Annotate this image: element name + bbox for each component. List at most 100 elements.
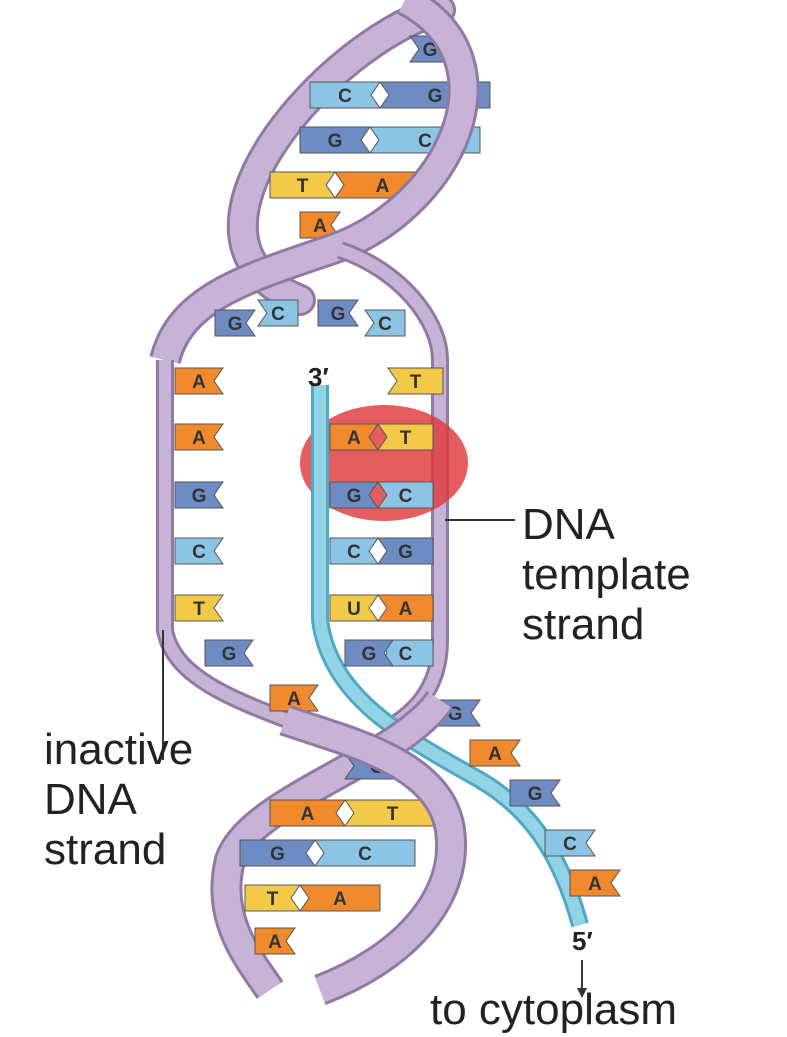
svg-text:G: G bbox=[347, 486, 362, 507]
rna-strand-backbone bbox=[314, 385, 586, 927]
svg-text:T: T bbox=[193, 599, 205, 620]
svg-text:C: C bbox=[378, 314, 392, 335]
inactive-label-line: DNA bbox=[44, 775, 137, 824]
backbone-strand bbox=[152, 0, 477, 364]
base-u: U bbox=[329, 594, 379, 622]
svg-text:G: G bbox=[222, 644, 237, 665]
base-pair: A bbox=[254, 927, 296, 955]
template-label-line: strand bbox=[522, 600, 645, 649]
svg-text:G: G bbox=[428, 86, 443, 107]
svg-text:G: G bbox=[423, 40, 438, 61]
svg-text:T: T bbox=[400, 428, 412, 449]
base-a: A bbox=[254, 927, 296, 955]
svg-text:C: C bbox=[399, 486, 413, 507]
svg-text:T: T bbox=[410, 372, 422, 393]
base-c: C bbox=[364, 309, 406, 337]
svg-text:A: A bbox=[313, 216, 327, 237]
svg-text:A: A bbox=[268, 932, 282, 953]
inactive-label-line: strand bbox=[44, 825, 167, 874]
base-t: T bbox=[377, 423, 434, 451]
svg-text:C: C bbox=[271, 304, 285, 325]
base-t: T bbox=[344, 799, 441, 827]
base-c: C bbox=[544, 829, 596, 857]
base-g: G bbox=[214, 309, 256, 337]
base-t: T bbox=[269, 171, 336, 199]
svg-text:G: G bbox=[228, 314, 243, 335]
dna-template-strand-label: DNA template strand bbox=[522, 500, 691, 650]
base-g: G bbox=[317, 299, 359, 327]
base-g: G bbox=[299, 126, 371, 154]
base-g: G bbox=[329, 481, 379, 509]
svg-text:C: C bbox=[399, 644, 413, 665]
svg-text:A: A bbox=[588, 874, 602, 895]
base-c: C bbox=[257, 299, 299, 327]
svg-text:A: A bbox=[301, 804, 315, 825]
svg-text:G: G bbox=[398, 542, 413, 563]
svg-text:G: G bbox=[328, 131, 343, 152]
svg-text:A: A bbox=[287, 689, 301, 710]
svg-text:T: T bbox=[387, 804, 399, 825]
base-a: A bbox=[269, 799, 346, 827]
svg-text:C: C bbox=[358, 844, 372, 865]
to-cytoplasm-label: to cytoplasm bbox=[430, 985, 677, 1034]
svg-text:C: C bbox=[338, 86, 352, 107]
base-g: G bbox=[409, 35, 451, 63]
base-a: A bbox=[299, 884, 381, 912]
svg-text:U: U bbox=[347, 599, 361, 620]
base-pair: A bbox=[299, 211, 341, 239]
base-g: G bbox=[239, 839, 316, 867]
base-a: A bbox=[569, 869, 621, 897]
base-a: A bbox=[299, 211, 341, 239]
base-a: A bbox=[174, 367, 224, 395]
backbone-strand bbox=[280, 707, 465, 1003]
svg-text:A: A bbox=[192, 428, 206, 449]
base-t: T bbox=[387, 367, 444, 395]
svg-text:A: A bbox=[399, 599, 413, 620]
svg-text:A: A bbox=[488, 744, 502, 765]
svg-text:C: C bbox=[192, 542, 206, 563]
svg-text:A: A bbox=[333, 889, 347, 910]
inactive-label-line: inactive bbox=[44, 725, 194, 774]
svg-text:G: G bbox=[270, 844, 285, 865]
base-t: T bbox=[244, 884, 301, 912]
svg-text:T: T bbox=[267, 889, 279, 910]
svg-text:A: A bbox=[376, 176, 390, 197]
five-prime-label: 5′ bbox=[572, 926, 593, 956]
svg-text:G: G bbox=[362, 644, 377, 665]
base-c: C bbox=[314, 839, 416, 867]
base-pair: G bbox=[409, 35, 451, 63]
svg-text:G: G bbox=[192, 486, 207, 507]
svg-text:C: C bbox=[347, 542, 361, 563]
svg-text:C: C bbox=[418, 131, 432, 152]
base-a: A bbox=[329, 423, 379, 451]
base-g: G bbox=[204, 639, 254, 667]
base-c: C bbox=[377, 481, 434, 509]
three-prime-label: 3′ bbox=[308, 362, 329, 392]
base-a: A bbox=[269, 684, 319, 712]
base-c: C bbox=[329, 537, 379, 565]
base-g: G bbox=[174, 481, 224, 509]
base-g: G bbox=[377, 537, 434, 565]
svg-text:T: T bbox=[297, 176, 309, 197]
svg-text:A: A bbox=[192, 372, 206, 393]
base-g: G bbox=[509, 779, 561, 807]
svg-text:G: G bbox=[331, 304, 346, 325]
base-c: C bbox=[174, 537, 224, 565]
base-g: G bbox=[344, 639, 394, 667]
base-c: C bbox=[309, 81, 381, 109]
base-t: T bbox=[174, 594, 224, 622]
inactive-dna-strand-label: inactive DNA strand bbox=[44, 725, 193, 875]
svg-text:A: A bbox=[347, 428, 361, 449]
svg-text:G: G bbox=[528, 784, 543, 805]
svg-text:C: C bbox=[563, 834, 577, 855]
template-label-line: DNA bbox=[522, 500, 615, 549]
base-a: A bbox=[377, 594, 434, 622]
template-label-line: template bbox=[522, 550, 691, 599]
